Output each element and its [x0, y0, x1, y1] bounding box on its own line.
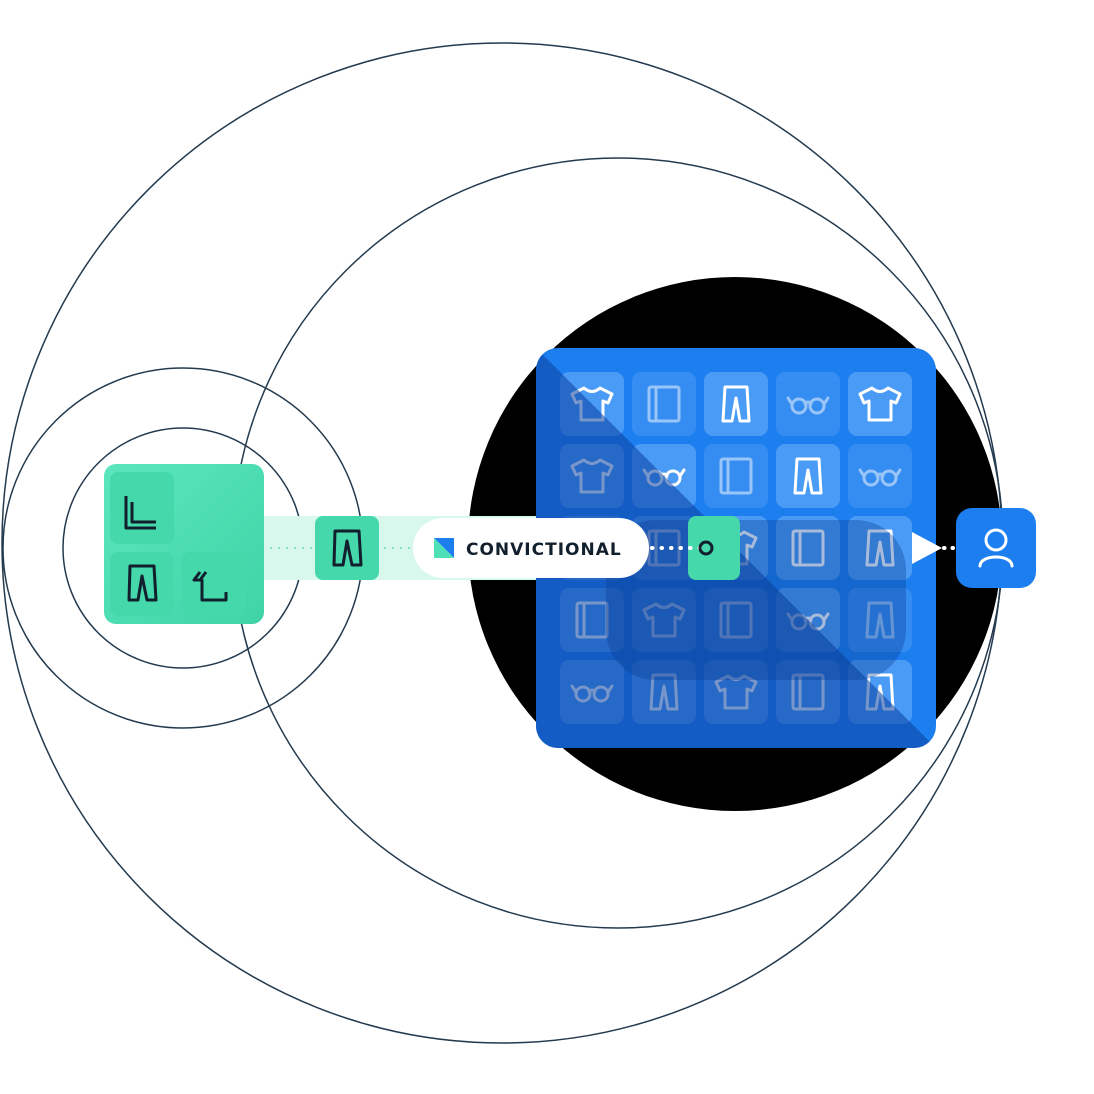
flow-item-tile	[315, 516, 379, 580]
notebook-icon	[719, 457, 753, 495]
catalog-tile[interactable]	[632, 372, 696, 436]
glasses-icon	[786, 396, 830, 415]
pants-icon	[127, 564, 158, 602]
pants-icon	[332, 529, 363, 567]
arrow-head-icon	[912, 532, 942, 564]
catalog-tile[interactable]	[848, 372, 912, 436]
connector-node	[698, 540, 714, 556]
sofa-icon	[192, 571, 228, 602]
notebook-icon	[647, 385, 681, 423]
catalog-tile[interactable]	[776, 444, 840, 508]
convictional-pill[interactable]: CONVICTIONAL	[413, 518, 649, 578]
catalog-tile[interactable]	[776, 516, 840, 580]
pants-icon	[865, 529, 895, 567]
customer-tile	[956, 508, 1036, 588]
brand-name: CONVICTIONAL	[466, 540, 622, 560]
catalog-tile[interactable]	[776, 372, 840, 436]
tshirt-icon	[858, 386, 902, 422]
pants-icon	[721, 385, 751, 423]
flow-arrival-tile	[688, 516, 740, 580]
catalog-tile[interactable]	[848, 444, 912, 508]
notebook-icon	[791, 529, 825, 567]
supplier-tile-chair	[110, 472, 174, 544]
catalog-tile[interactable]	[704, 372, 768, 436]
chair-icon	[124, 496, 156, 530]
catalog-tile[interactable]	[848, 588, 912, 652]
catalog-tile[interactable]	[848, 516, 912, 580]
supplier-tile-sofa	[182, 552, 246, 616]
user-icon	[978, 528, 1014, 568]
customer-node[interactable]	[956, 508, 1036, 588]
catalog-tile[interactable]	[704, 444, 768, 508]
pants-icon	[793, 457, 823, 495]
convictional-logo-icon	[434, 538, 454, 558]
supplier-block	[104, 464, 264, 624]
pants-icon	[865, 601, 895, 639]
glasses-icon	[858, 468, 902, 487]
catalog-shadow-card	[606, 520, 906, 680]
